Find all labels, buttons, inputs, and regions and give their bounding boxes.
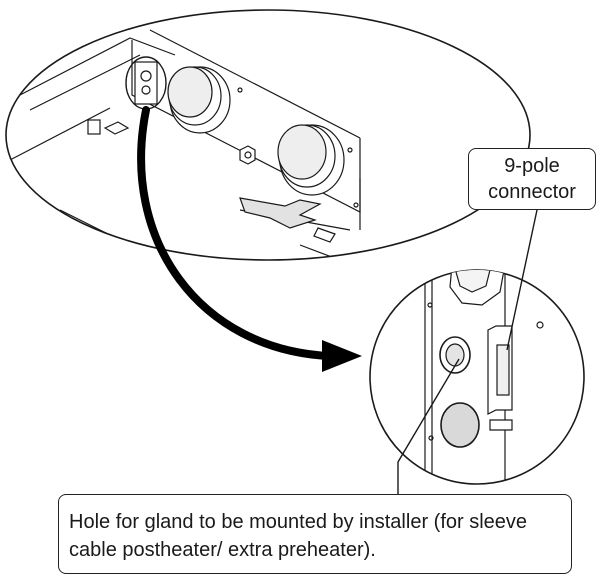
leader-lines bbox=[397, 209, 538, 494]
blind-plug bbox=[440, 402, 480, 448]
leader-connector bbox=[506, 209, 538, 351]
hex-nut-small bbox=[239, 145, 256, 165]
connector-callout: 9-pole connector bbox=[468, 148, 596, 210]
connector-callout-line2: connector bbox=[488, 181, 576, 203]
duct-collar-right bbox=[277, 124, 345, 196]
connector-plate bbox=[134, 61, 158, 105]
duct-collar-left bbox=[167, 66, 231, 134]
connector-callout-line1: 9-pole bbox=[504, 155, 560, 177]
gland-hole-callout: Hole for gland to be mounted by installe… bbox=[58, 494, 572, 574]
nine-pole-connector bbox=[487, 325, 513, 431]
leader-hole bbox=[397, 358, 460, 494]
overview-oval bbox=[5, 9, 531, 261]
hex-nut bbox=[449, 270, 505, 306]
bracket-right bbox=[313, 227, 336, 243]
mounting-plate bbox=[239, 197, 322, 229]
zoom-arrow bbox=[137, 106, 362, 372]
gland-hole-callout-line1: Hole for gland to be mounted by installe… bbox=[69, 511, 528, 533]
gland-hole-callout-line2: cable postheater/ extra preheater). bbox=[69, 539, 376, 561]
detail-circle bbox=[369, 269, 585, 485]
bracket-left bbox=[87, 119, 130, 135]
gland-hole bbox=[439, 336, 471, 374]
